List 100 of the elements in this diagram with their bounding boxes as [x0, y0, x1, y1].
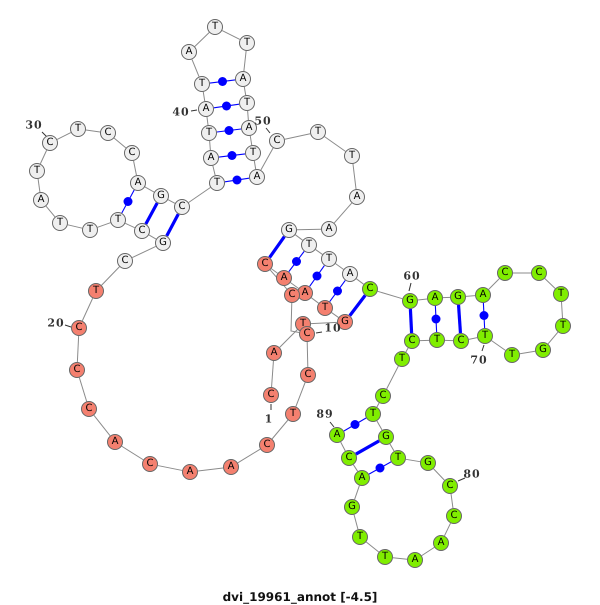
nucleotide-circle: T — [207, 19, 223, 35]
backbone-line — [250, 135, 252, 146]
backbone-line — [279, 329, 298, 348]
nucleotide-circle: G — [153, 188, 169, 204]
backbone-line — [561, 301, 563, 319]
base-pair-bond — [288, 251, 305, 272]
backbone-line — [295, 382, 306, 408]
nucleotide-circle: T — [394, 351, 410, 367]
nucleotide-circle: T — [70, 121, 86, 137]
backbone-line — [243, 50, 247, 72]
backbone-line — [270, 270, 288, 290]
backbone-line — [114, 138, 126, 148]
nucleotide-circle: A — [181, 44, 197, 60]
base-pair-bond — [210, 79, 236, 84]
base-pair-bond — [355, 440, 380, 456]
base-pair-bond — [309, 265, 325, 287]
backbone-line — [101, 266, 120, 286]
nucleotide-circle: T — [429, 332, 445, 348]
backbone-line — [290, 302, 300, 334]
nucleotide-circle: T — [29, 163, 45, 179]
backbone-line — [306, 342, 308, 368]
position-number: 70 — [470, 354, 488, 366]
backbone-line — [132, 246, 156, 258]
backbone-line — [202, 91, 206, 102]
base-pair-bond — [144, 202, 159, 225]
backbone-line — [310, 297, 320, 304]
nucleotide-circle: C — [117, 253, 133, 269]
nucleotide-circle: T — [209, 175, 225, 191]
backbone-line — [334, 202, 352, 224]
nucleotide-circle: A — [329, 427, 345, 443]
backbone-line — [442, 296, 450, 298]
nucleotide-circle: A — [342, 266, 358, 282]
nucleotide-circle: C — [341, 450, 357, 466]
nucleotide-circle: C — [257, 256, 273, 272]
backbone-line — [354, 514, 358, 530]
backbone-line — [444, 522, 452, 536]
base-pair-bond — [344, 418, 366, 432]
base-pair-bond — [482, 302, 486, 328]
position-number: 40 — [172, 106, 190, 118]
backbone-line — [386, 366, 399, 390]
backbone-line — [85, 130, 101, 132]
backbone-line — [340, 442, 346, 452]
backbone-line — [209, 140, 211, 151]
nucleotide-circle: C — [531, 265, 547, 281]
backbone-line — [212, 165, 216, 176]
backbone-line — [310, 322, 338, 324]
backbone-line — [356, 278, 364, 285]
backbone-line — [294, 234, 304, 241]
nucleotide-circle: A — [33, 192, 49, 208]
nucleotide-circle: C — [142, 456, 158, 472]
backbone-line — [389, 443, 395, 452]
base-pair-bond — [268, 236, 286, 258]
nucleotide-circle: T — [239, 95, 255, 111]
position-number: 1 — [264, 412, 274, 426]
backbone-line — [519, 350, 536, 354]
nucleotide-circle: C — [174, 199, 190, 215]
backbone-line — [488, 278, 500, 290]
base-pair-bond — [218, 153, 246, 158]
backbone-line — [270, 268, 278, 274]
base-pair-bond — [216, 128, 242, 133]
nucleotide-circle: A — [107, 434, 123, 450]
nucleotide-circle: T — [245, 145, 261, 161]
backbone-line — [124, 222, 136, 228]
backbone-line — [352, 464, 358, 472]
backbone-line — [354, 485, 360, 500]
nucleotide-circle: A — [276, 270, 292, 286]
backbone-line — [206, 116, 208, 126]
nucleotide-circle: G — [344, 499, 360, 515]
nucleotide-circle: T — [301, 237, 317, 253]
nucleotide-circle: T — [310, 124, 326, 140]
nucleotide-circle: T — [377, 549, 393, 565]
backbone-line — [133, 160, 137, 176]
position-number: 60 — [403, 270, 421, 282]
backbone-line — [512, 272, 532, 274]
backbone-line — [222, 30, 240, 40]
backbone-line — [56, 132, 72, 140]
backbone-line — [433, 468, 445, 481]
backbone-line — [46, 206, 56, 218]
backbone-line — [324, 136, 346, 152]
backbone-line — [97, 222, 111, 228]
backbone-line — [296, 228, 322, 230]
backbone-line — [465, 295, 476, 297]
backbone-line — [254, 160, 256, 170]
nucleotide-circle: A — [249, 169, 265, 185]
nucleotide-circle: C — [453, 333, 469, 349]
base-pair-bond — [329, 280, 346, 302]
nucleotide-circle: A — [241, 120, 257, 136]
nucleotide-circle: C — [284, 287, 300, 303]
backbone-line — [272, 420, 288, 440]
nucleotide-circle: T — [201, 125, 217, 141]
backbone-line — [197, 467, 224, 472]
nucleotide-circle: A — [235, 71, 251, 87]
nucleotide-circle: T — [390, 450, 406, 466]
backbone-line — [491, 340, 506, 351]
nucleotide-circle: C — [404, 333, 420, 349]
backbone-line — [121, 446, 144, 460]
nucleotide-circle: A — [266, 345, 282, 361]
base-pair-bond — [348, 294, 366, 317]
base-pair-bond — [121, 190, 135, 214]
nucleotide-circle: A — [321, 221, 337, 237]
